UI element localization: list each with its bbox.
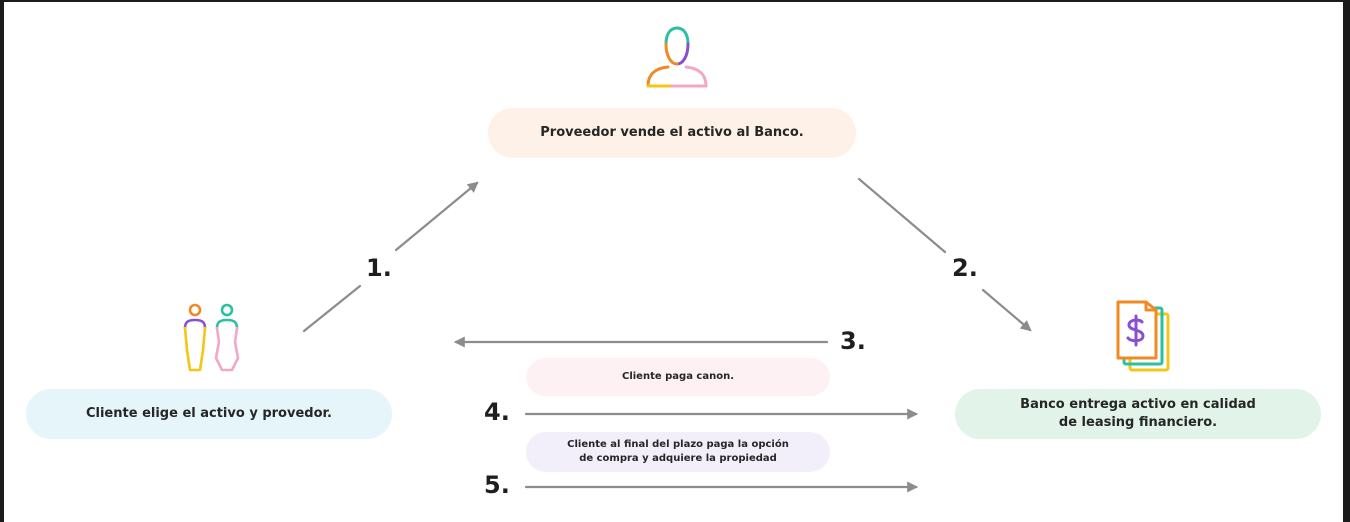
two-people-icon [183,303,240,372]
arrow-step-1-upper [394,181,479,252]
person-icon [646,26,708,88]
option-message: Cliente al final del plazo paga la opció… [526,432,830,472]
option-message-line1: Cliente al final del plazo paga la opció… [567,438,789,450]
client-node-label: Cliente elige el activo y provedor. [85,406,332,422]
canon-message-label: Cliente paga canon. [621,371,735,383]
provider-node: Proveedor vende el activo al Banco. [488,108,856,158]
step-3-label: 3. [840,327,866,355]
step-1-label: 1. [366,254,392,282]
step-2-label: 2. [952,254,978,282]
provider-node-label: Proveedor vende el activo al Banco. [540,125,804,141]
arrow-step-1-lower [302,284,362,333]
canon-message: Cliente paga canon. [526,358,830,396]
client-node: Cliente elige el activo y provedor. [26,389,392,439]
dollar-document-icon [1116,300,1170,372]
arrow-step-2-upper [857,177,947,254]
bank-node: Banco entrega activo en calidad de leasi… [955,389,1321,439]
step-5-label: 5. [484,471,510,499]
step-4-label: 4. [484,398,510,426]
leasing-flow-diagram: Proveedor vende el activo al Banco. Clie… [4,2,1343,522]
arrow-step-2-lower [981,288,1032,332]
option-message-line2: de compra y adquiere la propiedad [579,453,777,464]
bank-node-label-line1: Banco entrega activo en calidad [1020,397,1256,413]
flow-arrows [302,177,1032,493]
bank-node-label-line2: de leasing financiero. [1058,415,1218,430]
